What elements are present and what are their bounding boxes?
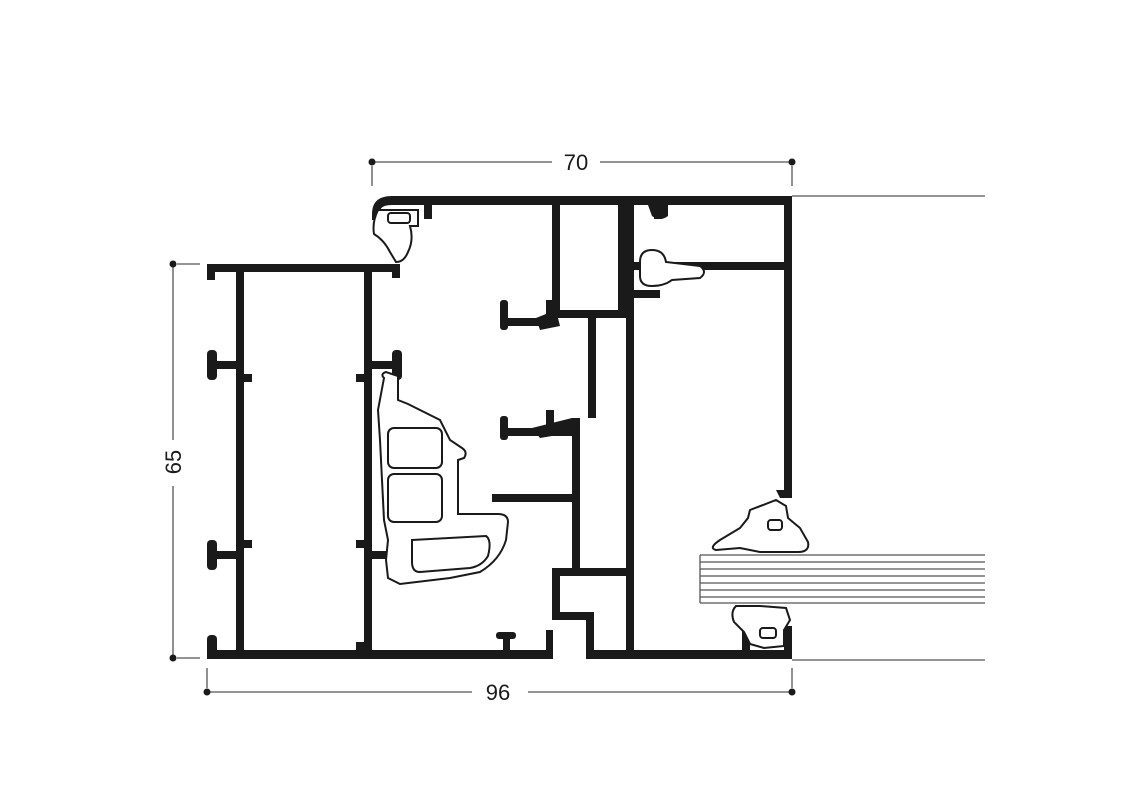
thermal-break-cell-3 (411, 534, 491, 574)
dimension-top-width: 70 (368, 150, 796, 186)
gasket-top-right (639, 248, 705, 288)
sash-profile (372, 196, 792, 659)
gasket-top-left-slot (387, 212, 411, 224)
dimension-label-overall-width: 96 (486, 680, 510, 705)
gasket-glazing-lower (731, 605, 792, 650)
gasket-glazing-upper (711, 498, 810, 553)
thermal-break-cell-2 (387, 473, 443, 523)
glass-pane (699, 195, 985, 661)
thermal-break-cell-1 (387, 427, 443, 469)
dimension-overall-width: 96 (203, 668, 796, 705)
thermal-break-insert (376, 370, 510, 586)
dimension-label-top-width: 70 (564, 150, 588, 175)
dimension-height: 65 (161, 260, 200, 662)
gasket-glazing-lower-slot (759, 627, 777, 639)
outer-frame-profile (207, 264, 553, 659)
dimension-label-height: 65 (161, 450, 186, 474)
gaskets (372, 209, 810, 650)
gasket-glazing-upper-slot (767, 519, 783, 531)
